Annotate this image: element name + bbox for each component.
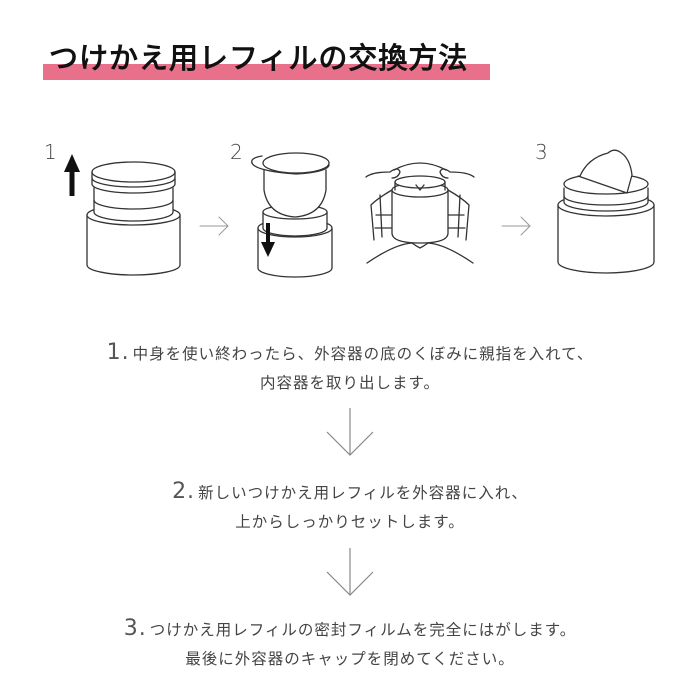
step-3-number: 3. xyxy=(123,616,147,641)
illustration-step-number-2: 2 xyxy=(230,140,243,164)
jar-remove-illustration xyxy=(86,161,181,276)
arrow-down-thin-icon xyxy=(326,408,374,456)
jar-insert-illustration xyxy=(251,152,333,278)
arrow-right-icon xyxy=(501,216,531,236)
refill-steps-illustration xyxy=(64,149,655,278)
step-1-line-1: 中身を使い終わったら、外容器の底のくぼみに親指を入れて、 xyxy=(132,345,594,363)
step-2-line-1: 新しいつけかえ用レフィルを外容器に入れ、 xyxy=(198,484,528,502)
step-2-line-2: 上からしっかりセットします。 xyxy=(235,513,465,531)
arrow-down-icon xyxy=(261,223,275,257)
title-text: つけかえ用レフィルの交換方法 xyxy=(49,41,469,75)
page-title: つけかえ用レフィルの交換方法 xyxy=(43,38,490,82)
step-2-description: 2.新しいつけかえ用レフィルを外容器に入れ、 上からしっかりセットします。 xyxy=(0,477,700,537)
title-highlight-bar xyxy=(43,64,490,80)
illustration-step-number-3: 3 xyxy=(535,140,548,164)
step-3-line-2: 最後に外容器のキャップを閉めてください。 xyxy=(185,650,515,668)
jar-peel-seal-illustration xyxy=(557,149,655,274)
step-1-description: 1.中身を使い終わったら、外容器の底のくぼみに親指を入れて、 内容器を取り出しま… xyxy=(0,338,700,398)
step-1-number: 1. xyxy=(106,340,130,365)
arrow-down-thin-icon xyxy=(326,548,374,596)
arrow-up-icon xyxy=(64,154,80,196)
step-2-number: 2. xyxy=(172,479,196,504)
arrow-right-icon xyxy=(199,216,229,236)
hands-press-illustration xyxy=(365,162,475,264)
step-3-line-1: つけかえ用レフィルの密封フィルムを完全にはがします。 xyxy=(149,621,577,639)
step-1-line-2: 内容器を取り出します。 xyxy=(260,374,440,392)
illustration-step-number-1: 1 xyxy=(44,140,57,164)
step-3-description: 3.つけかえ用レフィルの密封フィルムを完全にはがします。 最後に外容器のキャップ… xyxy=(0,614,700,674)
